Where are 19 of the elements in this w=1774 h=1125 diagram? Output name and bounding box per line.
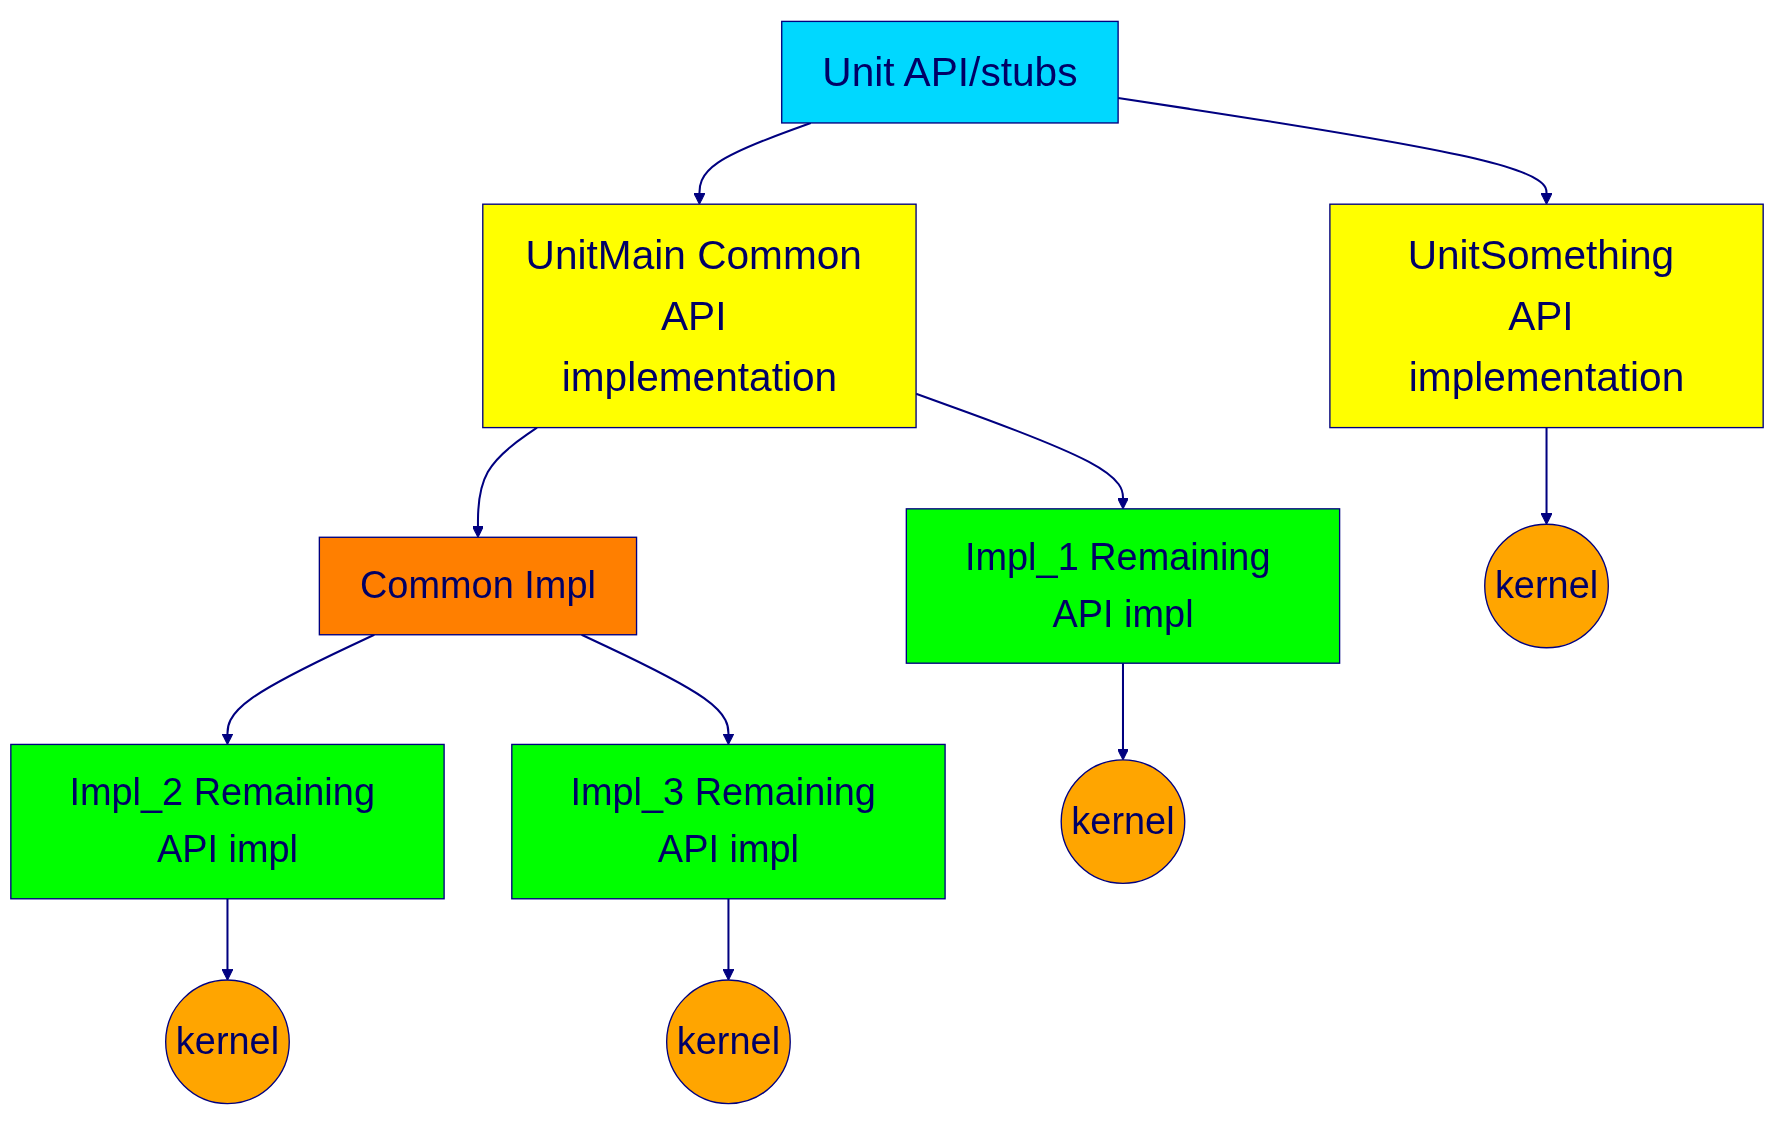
node-circle: kernel xyxy=(1060,759,1186,885)
node-box: Impl_2 Remaining API impl xyxy=(10,743,445,900)
arrow xyxy=(1540,427,1553,525)
node-box: Impl_1 Remaining API impl xyxy=(905,508,1341,664)
arrow xyxy=(722,898,735,981)
arrow xyxy=(472,426,538,538)
node-circle: kernel xyxy=(666,979,791,1105)
node-box: UnitMain Common API implementation xyxy=(482,203,917,429)
node-box: Unit API/stubs xyxy=(781,20,1119,124)
node-circle: kernel xyxy=(1484,523,1609,649)
arrow xyxy=(693,122,812,205)
node-box: UnitSomething API implementation xyxy=(1329,203,1764,429)
arrow xyxy=(1117,663,1129,761)
arrow xyxy=(581,633,735,745)
arrow xyxy=(221,898,234,981)
node-box: Common Impl xyxy=(318,536,638,636)
node-circle: kernel xyxy=(165,979,290,1105)
arrow xyxy=(221,633,375,745)
node-box: Impl_3 Remaining API impl xyxy=(511,743,946,900)
